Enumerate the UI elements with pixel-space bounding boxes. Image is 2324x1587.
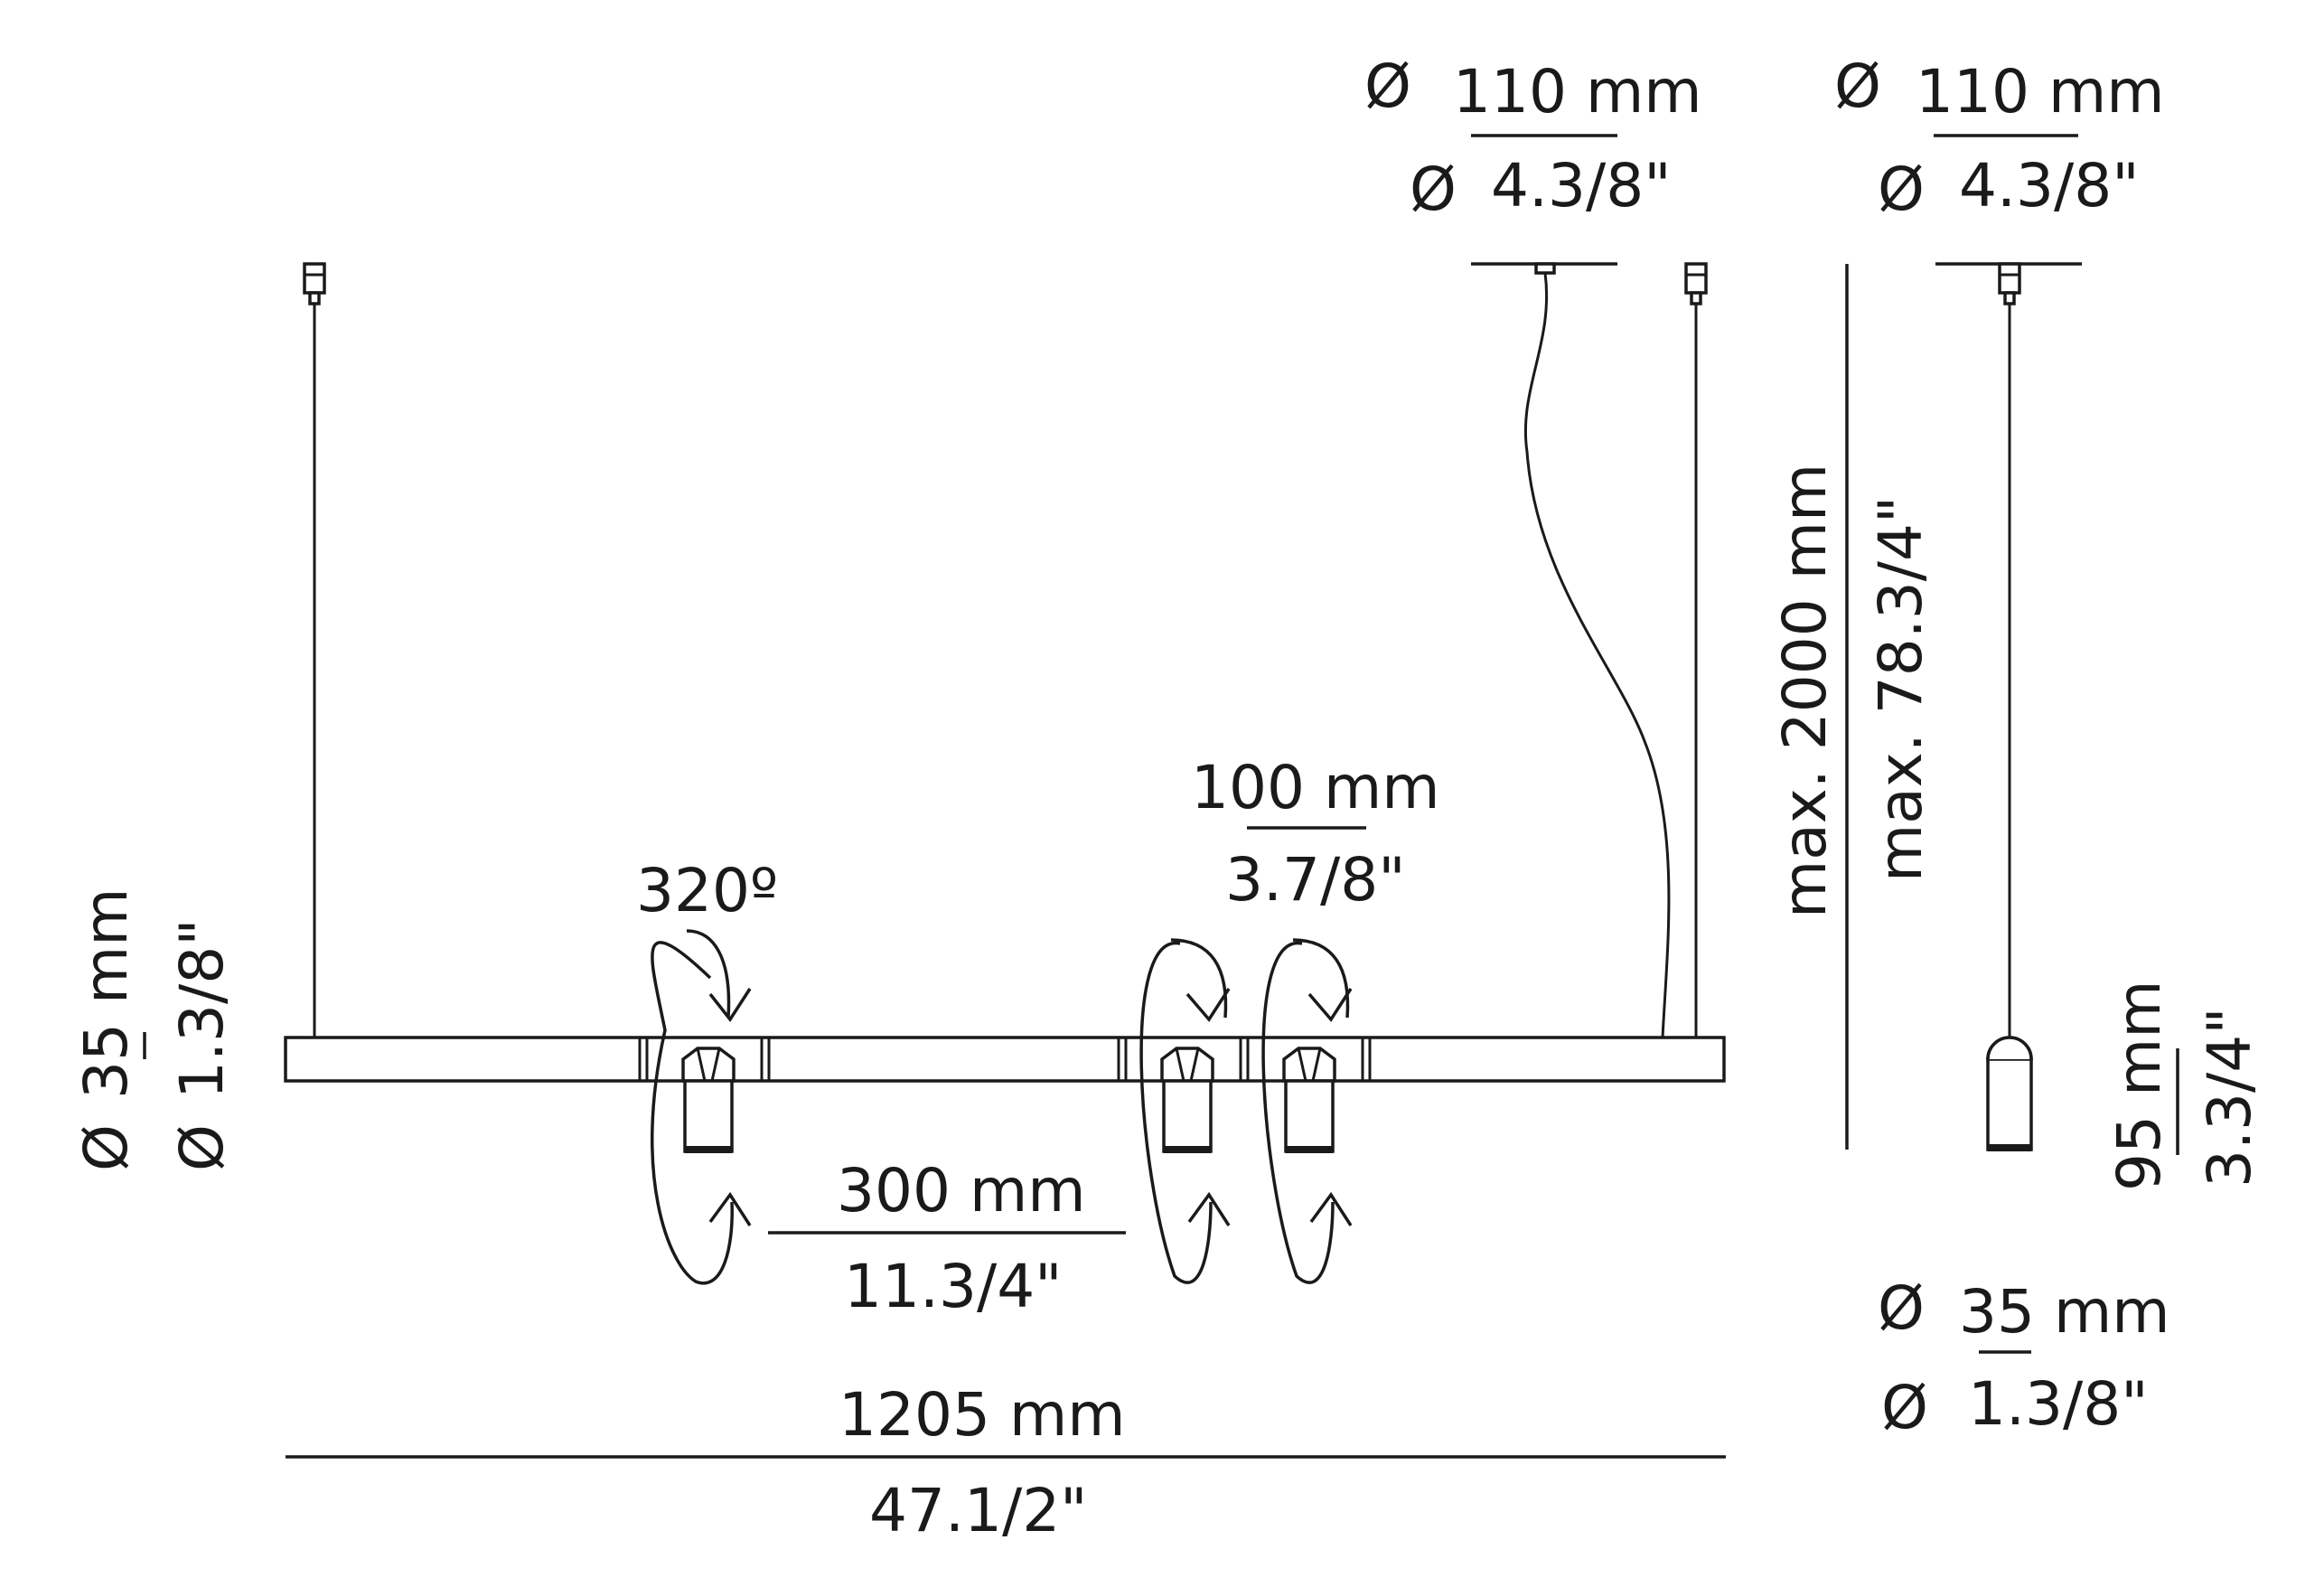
spot-height-dimension: 95 mm 3.3/4"	[2104, 980, 2264, 1191]
rotation-arrow-3	[1261, 938, 1353, 1284]
bar-diameter-in: 1.3/8"	[167, 918, 237, 1099]
spotlight-3	[1282, 1047, 1336, 1153]
bar-diameter-dimension: Ø 35 mm Ø 1.3/8"	[71, 887, 237, 1171]
spot-distance-in: 11.3/4"	[844, 1252, 1063, 1321]
spot-diameter-dimension: Ø 35 mm Ø 1.3/8"	[1878, 1273, 2170, 1442]
light-bar	[284, 1036, 1726, 1083]
spotlight-2	[1160, 1047, 1214, 1153]
total-length-in: 47.1/2"	[869, 1476, 1088, 1545]
canopy-diameter-in: 4.3/8"	[1491, 151, 1672, 221]
spot-distance-dimension: 300 mm 11.3/4"	[768, 1156, 1126, 1321]
spotlight-1	[681, 1047, 736, 1153]
spot-spacing-dimension: 100 mm 3.7/8"	[1191, 753, 1440, 915]
diameter-symbol-icon: Ø	[1364, 52, 1411, 121]
diameter-symbol-icon: Ø	[71, 1124, 141, 1171]
total-length-mm: 1205 mm	[839, 1380, 1126, 1450]
canopy-side-label: Ø 110 mm Ø 4.3/8"	[1834, 52, 2165, 224]
left-suspension	[303, 262, 326, 1038]
right-suspension	[1684, 262, 1708, 1038]
rotation-arrow-2	[1139, 938, 1231, 1284]
canopy-side-diameter-mm: 110 mm	[1916, 57, 2165, 127]
canopy-front-label: Ø 110 mm Ø 4.3/8"	[1364, 52, 1702, 224]
max-height-in: max. 78.3/4"	[1866, 496, 1935, 882]
rotation-angle-label: 320º	[636, 856, 778, 925]
total-length-dimension: 1205 mm 47.1/2"	[286, 1380, 1726, 1545]
canopy-front	[1471, 262, 1671, 1038]
spot-distance-mm: 300 mm	[837, 1156, 1086, 1225]
bar-diameter-mm: 35 mm	[71, 887, 141, 1099]
side-view-luminaire	[1935, 262, 2082, 1151]
canopy-diameter-mm: 110 mm	[1453, 57, 1702, 127]
spot-spacing-in: 3.7/8"	[1225, 845, 1406, 915]
spot-height-mm: 95 mm	[2104, 980, 2174, 1191]
diameter-symbol-icon: Ø	[1878, 155, 1925, 224]
spot-height-in: 3.3/4"	[2195, 1007, 2264, 1188]
spot-spacing-mm: 100 mm	[1191, 753, 1440, 822]
canopy-side-diameter-in: 4.3/8"	[1959, 151, 2140, 221]
diameter-symbol-icon: Ø	[1834, 52, 1881, 121]
rotation-arrow-1	[650, 929, 752, 1285]
diameter-symbol-icon: Ø	[167, 1124, 237, 1171]
max-height-mm: max. 2000 mm	[1770, 464, 1840, 918]
diameter-symbol-icon: Ø	[1881, 1373, 1928, 1442]
spot-diameter-in: 1.3/8"	[1968, 1369, 2149, 1439]
diameter-symbol-icon: Ø	[1410, 155, 1457, 224]
spot-diameter-mm: 35 mm	[1959, 1277, 2170, 1347]
diameter-symbol-icon: Ø	[1878, 1273, 1925, 1343]
max-height-dimension: max. 2000 mm max. 78.3/4"	[1770, 264, 1935, 1150]
